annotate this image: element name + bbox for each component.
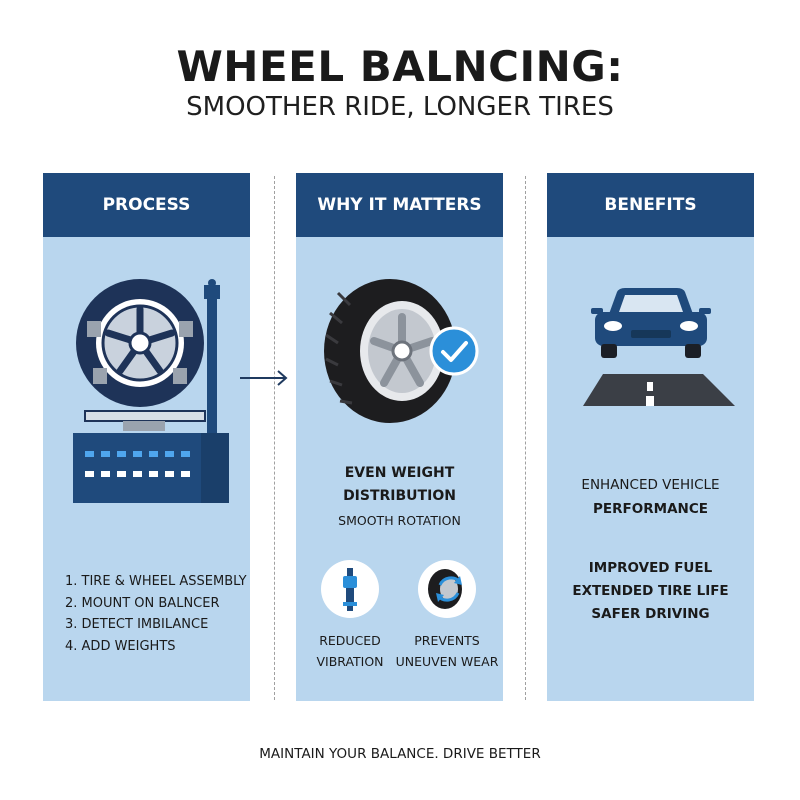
- car-on-road-icon: [583, 288, 735, 406]
- page-title: WHEEL BALNCING:: [176, 42, 624, 91]
- process-panel: PROCESS: [43, 173, 250, 701]
- vibration-icon-bg: [321, 560, 379, 618]
- benefit-performance-line1: ENHANCED VEHICLE: [581, 477, 720, 493]
- process-step: 2. MOUNT ON BALNCER: [65, 595, 220, 611]
- benefit-performance-line2: PERFORMANCE: [593, 501, 708, 517]
- process-heading: PROCESS: [43, 173, 250, 237]
- tire-rotation-icon: [428, 569, 462, 609]
- why-sub: SMOOTH ROTATION: [338, 513, 461, 528]
- benefits-heading: BENEFITS: [547, 173, 754, 237]
- benefit-safer: SAFER DRIVING: [591, 606, 710, 622]
- benefits-panel: BENEFITS ENHANCED VEHICLE PERFORMANCE IM…: [547, 173, 754, 701]
- benefit-fuel: IMPROVED FUEL: [588, 560, 713, 576]
- uneven-wear-icon-bg: [418, 560, 476, 618]
- benefit-tire-life: EXTENDED TIRE LIFE: [572, 583, 729, 599]
- why-panel: WHY IT MATTERS EVEN WEIGHT DISTRIBUTION …: [296, 173, 503, 701]
- reduced-vibration-line2: VIBRATION: [316, 654, 384, 669]
- prevents-wear-line1: PREVENTS: [414, 633, 480, 648]
- reduced-vibration-label: REDUCED VIBRATION: [310, 630, 390, 672]
- footer-tagline: MAINTAIN YOUR BALANCE. DRIVE BETTER: [259, 746, 541, 762]
- divider-right: [525, 176, 526, 700]
- arrow-right-icon: [240, 370, 288, 386]
- shock-absorber-icon: [343, 568, 357, 611]
- process-step: 3. DETECT IMBILANCE: [65, 617, 209, 632]
- why-main-line2: DISTRIBUTION: [343, 488, 456, 504]
- prevents-wear-label: PREVENTS UNEUVEN WEAR: [395, 630, 499, 672]
- process-step: 4. ADD WEIGHTS: [65, 638, 176, 654]
- process-steps: 1. TIRE & WHEEL ASSEMBLY 2. MOUNT ON BAL…: [65, 571, 247, 657]
- page-subtitle: SMOOTHER RIDE, LONGER TIRES: [186, 92, 614, 122]
- wheel-balancer-machine-icon: [73, 279, 229, 503]
- prevents-wear-line2: UNEUVEN WEAR: [395, 654, 499, 669]
- tire-check-icon: [324, 279, 479, 423]
- why-heading: WHY IT MATTERS: [296, 173, 503, 237]
- why-main-line1: EVEN WEIGHT: [344, 465, 455, 481]
- divider-left: [274, 176, 275, 700]
- process-step: 1. TIRE & WHEEL ASSEMBLY: [65, 574, 247, 589]
- reduced-vibration-line1: REDUCED: [319, 633, 381, 648]
